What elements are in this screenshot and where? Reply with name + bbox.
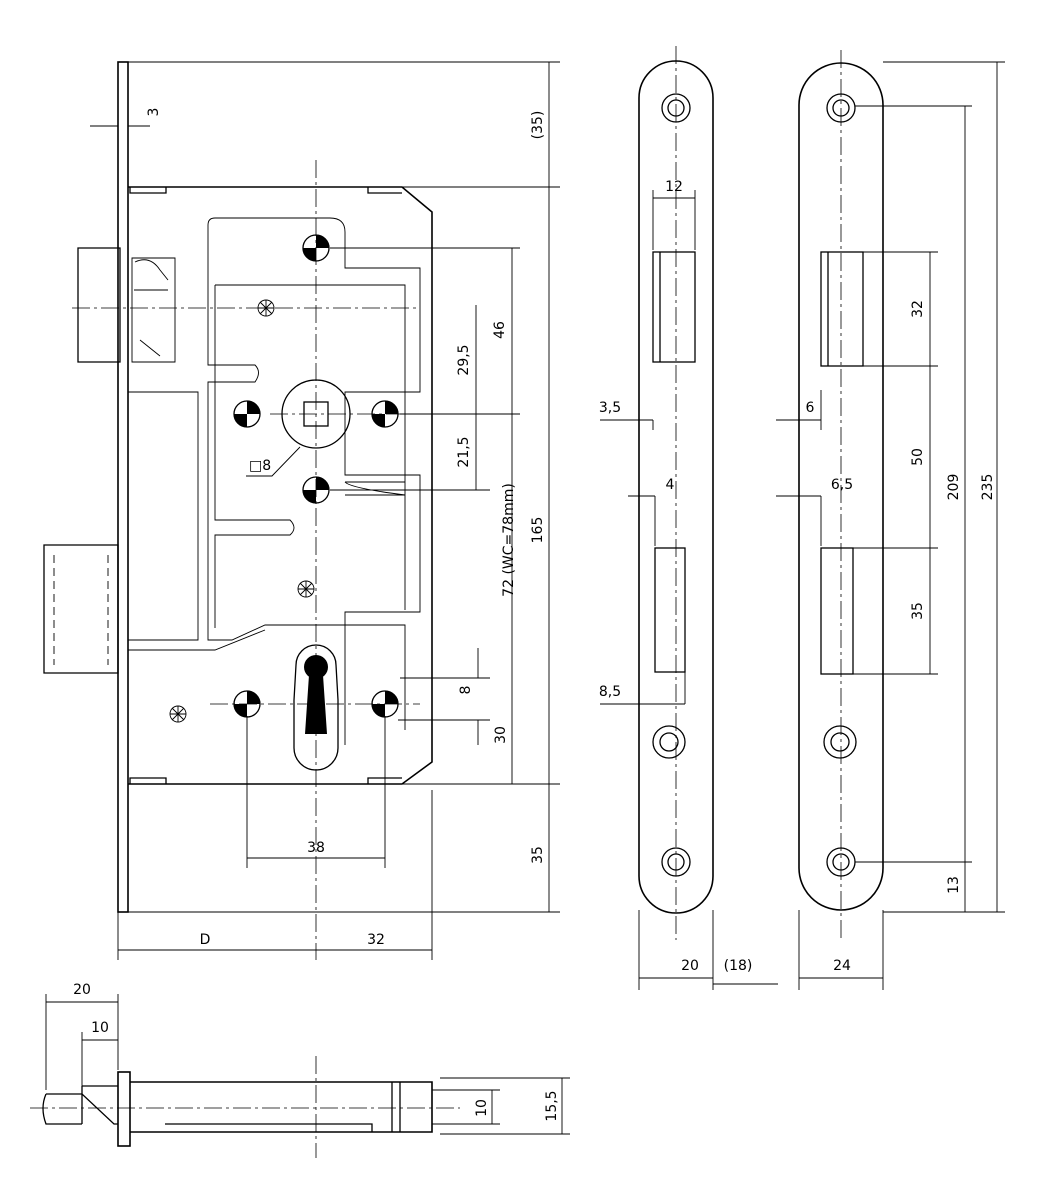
sp-dim-209: 209: [946, 474, 962, 501]
dim-165: 165: [530, 517, 546, 544]
dim-backset-D: D: [200, 932, 211, 948]
deadbolt: [43, 544, 119, 674]
strike-plate-view: 32 6 6,5 50 35 209 235 13 24: [776, 50, 1005, 990]
dim-bottom-35: 35: [530, 846, 546, 864]
fp-dim-8-5: 8,5: [599, 684, 621, 700]
sp-dim-13: 13: [946, 876, 962, 894]
front-view: (35) 3 46 29,5 21,5 165 72 (WC=78mm) 8 3…: [43, 61, 560, 960]
fp-dim-4: 4: [666, 477, 675, 493]
dim-side-10b: 10: [474, 1099, 490, 1117]
dim-72-wc78: 72 (WC=78mm): [501, 483, 517, 597]
faceplate: [117, 61, 129, 913]
dim-width-32: 32: [367, 932, 385, 948]
dim-faceplate-3: 3: [146, 108, 162, 117]
dim-38: 38: [307, 840, 325, 856]
sp-dim-width-24: 24: [833, 958, 851, 974]
side-view: 20 10 10 15,5: [30, 982, 570, 1158]
dim-29-5: 29,5: [456, 344, 472, 375]
dim-side-15-5: 15,5: [544, 1090, 560, 1121]
dim-spindle-square-8: □8: [249, 458, 271, 474]
sp-dim-50: 50: [910, 448, 926, 466]
sp-dim-6: 6: [806, 400, 815, 416]
fp-dim-18: (18): [724, 958, 753, 974]
latch-bolt: [77, 247, 121, 363]
fp-dim-3-5: 3,5: [599, 400, 621, 416]
dim-21-5: 21,5: [456, 436, 472, 467]
faceplate-outline: [638, 60, 714, 914]
sp-dim-35: 35: [910, 602, 926, 620]
sp-dim-6-5: 6,5: [831, 477, 853, 493]
dim-side-20: 20: [73, 982, 91, 998]
dim-46: 46: [492, 321, 508, 339]
sp-dim-32: 32: [910, 300, 926, 318]
dim-8: 8: [458, 686, 474, 695]
faceplate-view: 12 3,5 4 8,5 20 (18): [599, 46, 778, 990]
fp-dim-width-20: 20: [681, 958, 699, 974]
dim-30: 30: [493, 726, 509, 744]
sp-dim-235: 235: [980, 474, 996, 501]
fp-dim-12: 12: [665, 179, 683, 195]
dim-top-35: (35): [530, 111, 546, 140]
rivets: [169, 299, 315, 723]
strike-plate-outline: [798, 62, 884, 911]
dim-side-10: 10: [91, 1020, 109, 1036]
cylinder-cutout: [293, 644, 339, 771]
